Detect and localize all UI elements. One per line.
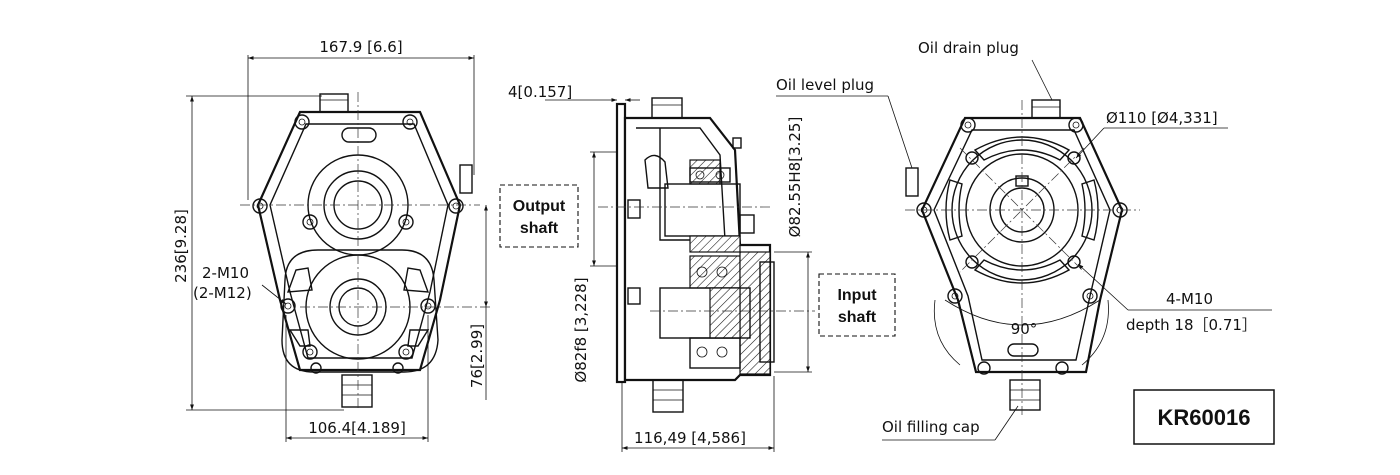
shaft-offset-dim: 76[2.99] [468,324,486,388]
oil-filling-cap-label: Oil filling cap [882,418,980,436]
mount-thread-line2: depth 18［0.71］ [1126,316,1257,334]
side-view: 4[0.157] Output shaft Ø82f8 [3,228] Ø82.… [499,83,896,452]
output-shaft-label-box [499,184,579,248]
depth-dim: 116,49 [4,586] [634,429,746,447]
rear-bolts [916,117,1128,375]
oil-level-plug-label: Oil level plug [776,76,874,94]
bottom-width-dim: 106.4[4.189] [308,419,406,437]
input-shaft-label-line2: shaft [838,309,877,326]
mount-thread-line1: 4-M10 [1166,290,1213,308]
pilot-dim: Ø82f8 [3,228] [572,277,590,382]
thread-callout-top: 2-M10 [202,264,249,282]
front-height-dim: 236[9.28] [172,209,190,283]
model-code: KR60016 [1158,405,1251,430]
output-shaft-label-line1: Output [513,198,566,215]
front-bolts [252,114,464,374]
angle-label: 90° [1011,320,1038,338]
model-code-box: KR60016 [1133,389,1275,445]
input-shaft-label-box [818,273,896,337]
rear-view: 90° Oil drain plug Oil level plug Ø110 [… [776,39,1272,441]
front-width-dim: 167.9 [6.6] [319,38,402,56]
bore-dim: Ø82.55H8[3.25] [786,117,804,238]
thread-callout-bottom: (2-M12) [193,284,252,302]
flange-thickness-dim: 4[0.157] [508,83,572,101]
output-shaft-label-line2: shaft [520,220,559,237]
input-shaft-label-line1: Input [837,287,877,304]
bolt-circle-dim: Ø110 [Ø4,331] [1106,109,1218,127]
oil-drain-plug-label: Oil drain plug [918,39,1019,57]
front-view: 167.9 [6.6] 236[9.28] 2-M10 (2-M12) 76[2… [172,38,490,442]
